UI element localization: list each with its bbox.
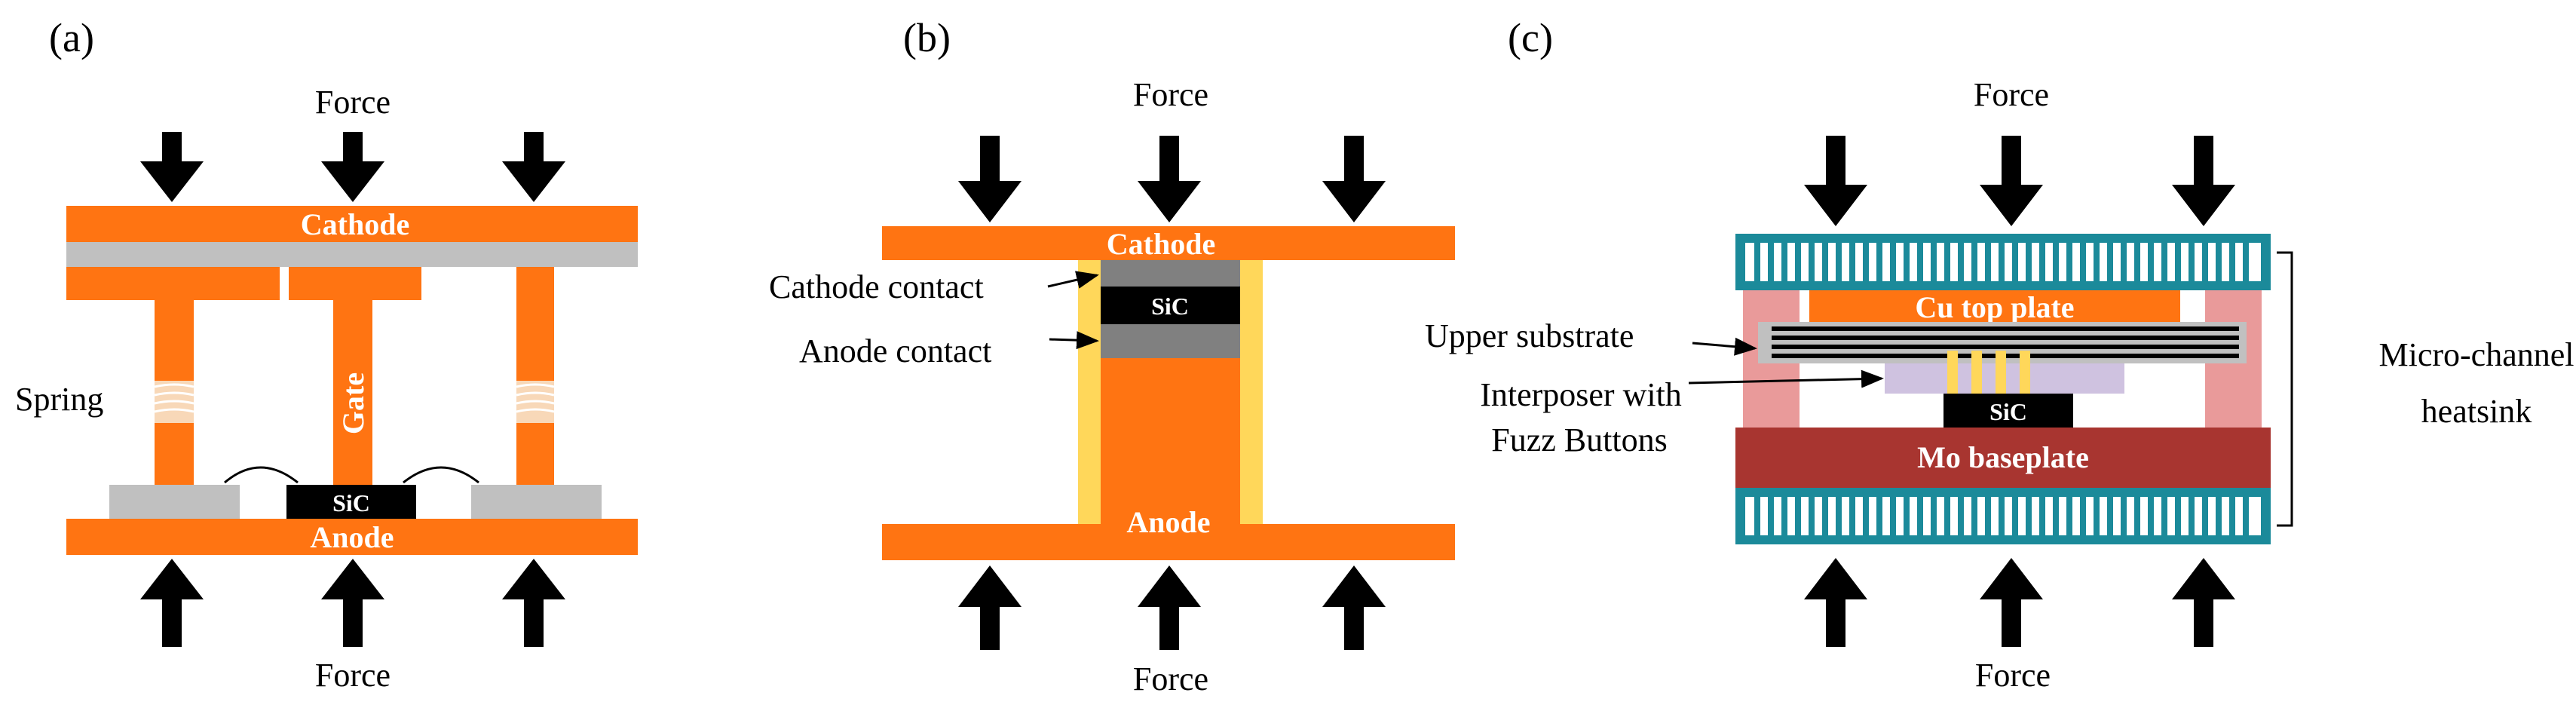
fuzz-button [1947,351,1958,394]
anode-bar [882,524,1455,560]
anode-contact-pointer [1049,331,1099,350]
fuzz-button [1971,351,1982,394]
anode-contact-layer [1101,324,1240,358]
panel-a-force-arrows-top [140,132,565,202]
force-arrow-up-icon [502,559,565,647]
gray-pad-left [109,485,240,519]
panel-a-force-bottom-label: Force [315,657,391,694]
panel-b-force-arrows-top [958,136,1386,222]
spring-label: Spring [15,381,103,418]
force-arrow-up-icon [958,565,1022,650]
cathode-bar [882,226,1455,260]
heatsink-bracket [2277,251,2293,527]
side-spacer-left [1078,260,1101,524]
heatsink-bottom [1735,488,2271,544]
sic-die [1101,287,1240,324]
force-arrow-down-icon [1980,136,2043,226]
fuzz-button [1996,351,2006,394]
force-arrow-down-icon [321,132,384,202]
panel-c-label: (c) [1508,15,1553,60]
top-block-right [289,267,421,300]
top-block-far-right [516,267,554,300]
force-arrow-down-icon [2172,136,2235,226]
gate-pillar [333,300,372,485]
upper-substrate-pointer [1692,337,1757,356]
anode-bar [66,519,638,555]
panel-c-force-top-label: Force [1974,76,2049,113]
force-arrow-down-icon [502,132,565,202]
cu-top-plate [1809,290,2180,324]
top-block-left [66,267,280,300]
wire-bond-right [403,466,479,484]
force-arrow-down-icon [140,132,204,202]
wire-bond-left [224,466,299,484]
force-arrow-up-icon [140,559,204,647]
force-arrow-up-icon [1804,558,1867,647]
spring-right-icon [516,381,555,423]
force-arrow-down-icon [1804,136,1867,226]
cathode-label: Cathode [301,207,409,241]
force-arrow-down-icon [1322,136,1386,222]
sic-die [286,485,416,519]
anode-contact-label: Anode contact [799,333,991,369]
panel-b-force-bottom-label: Force [1133,660,1208,697]
cathode-contact-label: Cathode contact [769,268,984,305]
force-arrow-up-icon [1322,565,1386,650]
sic-label: SiC [332,489,370,516]
sic-label: SiC [1151,293,1189,320]
panel-c: (c) Force Cu top plate [1425,15,2574,694]
panel-a-force-top-label: Force [315,84,391,121]
anode-label: Anode [310,520,394,554]
gray-layer [66,242,638,267]
force-arrow-up-icon [321,559,384,647]
panel-c-force-arrows-top [1804,136,2235,226]
mo-baseplate [1735,428,2271,488]
panel-a: (a) Force Cathode Spring Gate SiC [15,15,638,694]
heatsink-label-line-1: Micro-channel [2379,336,2574,373]
upper-substrate-label: Upper substrate [1425,317,1634,354]
force-arrow-down-icon [1138,136,1201,222]
panel-b: (b) Force Cathode SiC Anode Cathode cont… [769,15,1455,697]
side-spacer-right [1240,260,1263,524]
spring-left-icon [154,381,195,423]
interposer-pointer [1688,369,1884,388]
cathode-label: Cathode [1107,227,1215,261]
gate-label: Gate [336,372,370,434]
panel-a-label: (a) [49,15,94,60]
heatsink-label-line-2: heatsink [2421,393,2532,430]
panel-c-force-bottom-label: Force [1975,657,2051,694]
fuzz-buttons [1947,351,2030,394]
sic-label: SiC [1989,398,2027,425]
fuzz-button [2020,351,2030,394]
cathode-bar [66,206,638,242]
panel-b-force-arrows-bottom [958,565,1386,650]
interposer-label-line-2: Fuzz Buttons [1491,421,1667,458]
force-arrow-up-icon [1138,565,1201,650]
cathode-contact-pointer [1047,271,1099,289]
mo-baseplate-label: Mo baseplate [1917,440,2089,474]
panel-a-force-arrows-bottom [140,559,565,647]
heatsink-top [1735,234,2271,290]
sic-die [1943,394,2073,428]
force-arrow-down-icon [958,136,1022,222]
cu-top-plate-label: Cu top plate [1915,290,2074,324]
force-arrow-up-icon [2172,558,2235,647]
anode-pillar [1101,358,1240,524]
force-arrow-up-icon [1980,558,2043,647]
interposer-label-line-1: Interposer with [1480,376,1682,413]
panel-b-force-top-label: Force [1133,76,1208,113]
panel-b-label: (b) [903,15,951,60]
gray-pad-right [471,485,602,519]
cathode-contact-layer [1101,260,1240,287]
panel-c-force-arrows-bottom [1804,558,2235,647]
anode-label: Anode [1126,505,1210,539]
